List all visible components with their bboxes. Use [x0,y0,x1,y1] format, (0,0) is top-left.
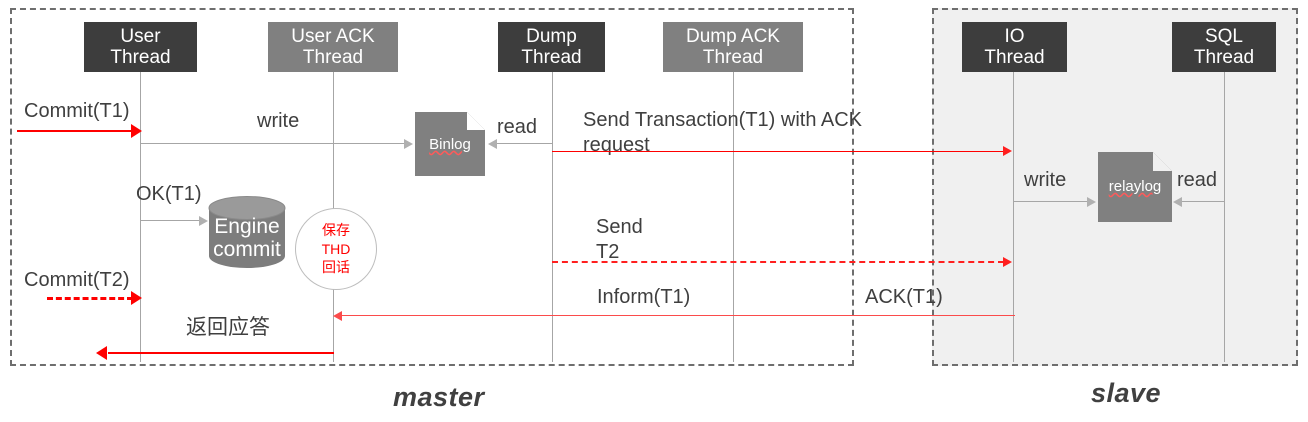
slave-panel-label: slave [1091,378,1162,408]
engine-commit-cylinder: Engine commit [208,196,286,268]
thread-box-io-thread[interactable]: IO Thread [962,22,1067,72]
label-read-binlog: read [497,116,538,138]
arrowhead-return-response [96,346,107,360]
thread-box-dump-ack-thread[interactable]: Dump ACK Thread [663,22,803,72]
database-cylinder-icon [208,196,286,268]
arrow-return-response [108,352,334,354]
arrow-commit-t2 [47,297,133,300]
label-inform-t1: Inform(T1) [597,286,691,308]
label-return-response: 返回应答 [186,316,270,339]
arrowhead-read-relaylog [1173,197,1182,207]
lifeline-user-thread [140,72,141,362]
thread-box-dump-thread[interactable]: Dump Thread [498,22,605,72]
engine-commit-label: Engine commit [213,215,281,261]
label-write-binlog: write [257,110,300,132]
relaylog-note: relaylog [1098,152,1172,222]
arrow-read-binlog [497,143,552,144]
thread-box-user-thread[interactable]: User Thread [84,22,197,72]
label-ack-t1: ACK(T1) [865,286,943,308]
arrowhead-inform-t1 [333,311,342,321]
lifeline-dump-thread [552,72,553,362]
label-send-transaction: Send Transaction(T1) with ACK request [583,109,863,156]
save-thd-session-circle: 保存 THD 回话 [295,208,377,290]
arrow-send-t2 [552,261,1004,263]
arrowhead-commit-t1 [131,124,142,138]
label-read-relaylog: read [1177,169,1218,191]
arrowhead-read-binlog [488,139,497,149]
arrow-ack-inform-t1 [342,315,1015,316]
lifeline-io-thread [1013,72,1014,362]
relaylog-label: relaylog [1108,178,1162,195]
label-write-relaylog: write [1024,169,1067,191]
lifeline-sql-thread [1224,72,1225,362]
arrow-ok-t1 [140,220,200,221]
binlog-note: Binlog [415,112,485,176]
binlog-label: Binlog [429,136,471,153]
save-thd-session-label: 保存 THD 回话 [321,221,351,276]
arrow-send-transaction [552,151,1007,152]
label-ok-t1: OK(T1) [136,183,202,205]
thread-box-sql-thread[interactable]: SQL Thread [1172,22,1276,72]
label-send-t2: Send T2 [596,216,643,263]
arrowhead-send-transaction [1003,146,1012,156]
label-commit-t1: Commit(T1) [24,100,130,122]
thread-box-user-ack-thread[interactable]: User ACK Thread [268,22,398,72]
arrowhead-send-t2 [1003,257,1012,267]
arrow-commit-t1 [17,130,133,132]
lifeline-dump-ack-thread [733,72,734,362]
master-panel-label: master [393,382,485,412]
arrow-write-binlog [140,143,405,144]
arrowhead-write-relaylog [1087,197,1096,207]
arrowhead-commit-t2 [131,291,142,305]
relaylog-note-icon [1098,152,1172,222]
arrowhead-ok-t1 [199,216,208,226]
arrowhead-write-binlog [404,139,413,149]
arrow-write-relaylog [1013,201,1088,202]
binlog-note-icon [415,112,485,176]
label-commit-t2: Commit(T2) [24,269,130,291]
arrow-read-relaylog [1182,201,1224,202]
